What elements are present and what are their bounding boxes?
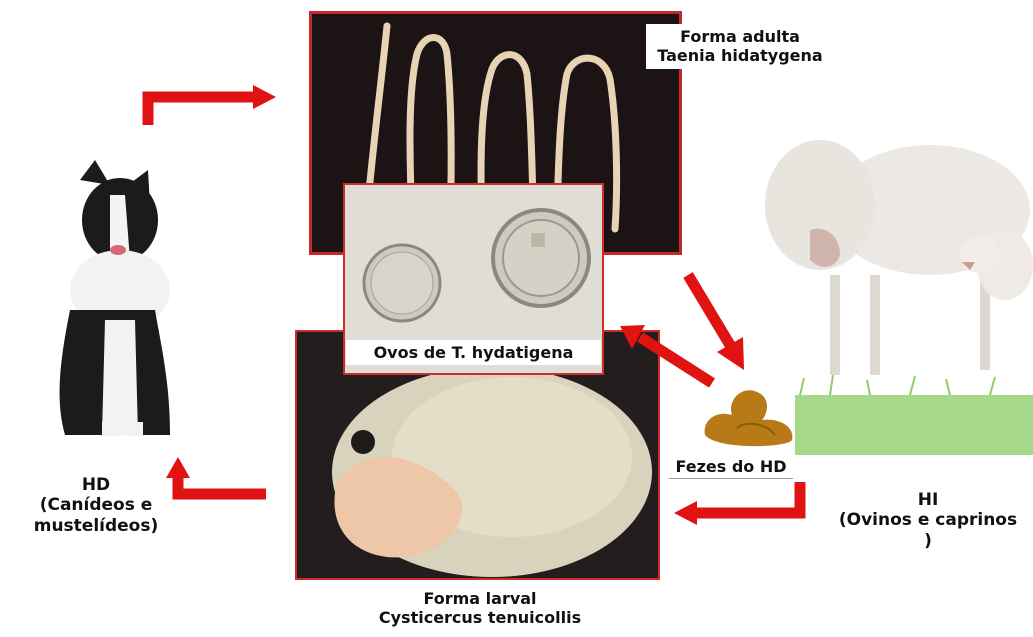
arrow-dog-to-adult <box>253 85 276 109</box>
arrow-to-feces-shaft <box>688 275 730 345</box>
arrow-larval-to-dog <box>166 457 190 478</box>
arrow-feces-to-larval <box>674 501 697 525</box>
